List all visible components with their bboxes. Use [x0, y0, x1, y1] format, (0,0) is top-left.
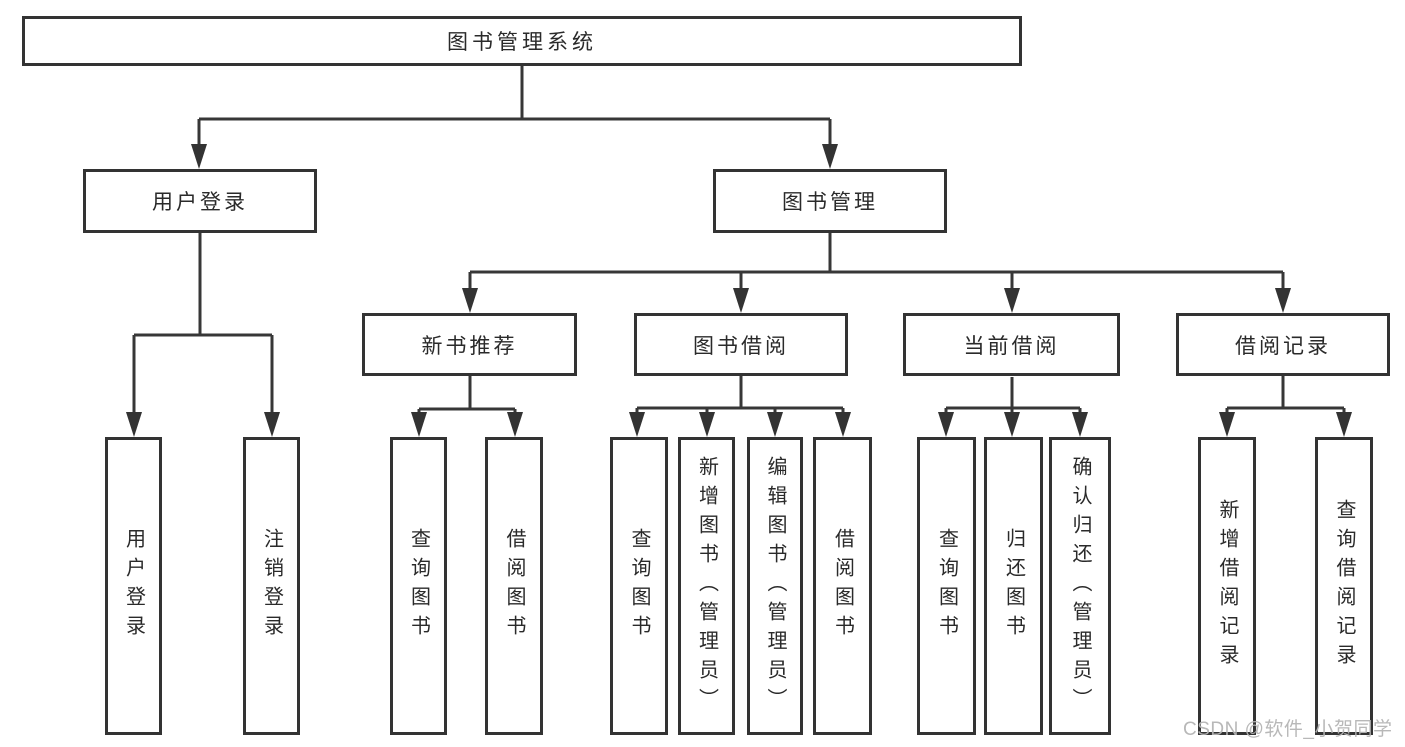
connector-records-to-leaves [1225, 376, 1346, 432]
leaf-logout: 注销登录 [243, 437, 300, 735]
csdn-watermark: CSDN @软件_小贺同学 [1183, 719, 1393, 740]
arrow-down-icon [191, 144, 207, 169]
arrow-down-icon [1336, 412, 1352, 437]
arrow-down-icon [1004, 288, 1020, 313]
node-book-management: 图书管理 [713, 169, 947, 233]
leaf-query-borrow-record: 查询借阅记录 [1315, 437, 1373, 735]
arrow-down-icon [1275, 288, 1291, 313]
node-library-management-system: 图书管理系统 [22, 16, 1022, 66]
arrow-down-icon [629, 412, 645, 437]
node-borrowing-records: 借阅记录 [1176, 313, 1390, 376]
arrow-down-icon [835, 412, 851, 437]
connector-userlogin-to-leaves [132, 233, 274, 432]
node-current-borrowing: 当前借阅 [903, 313, 1120, 376]
arrow-down-icon [1004, 412, 1020, 437]
arrow-down-icon [264, 412, 280, 437]
leaf-user-login: 用户登录 [105, 437, 162, 735]
leaf-query-books-borrow: 查询图书 [610, 437, 668, 735]
leaf-edit-books-admin: 编辑图书（管理员） [747, 437, 803, 735]
arrow-down-icon [507, 412, 523, 437]
leaf-confirm-return-admin: 确认归还（管理员） [1049, 437, 1111, 735]
leaf-add-books-admin: 新增图书（管理员） [678, 437, 735, 735]
node-book-borrowing: 图书借阅 [634, 313, 848, 376]
connector-bookmgmt-to-level3 [468, 233, 1285, 308]
leaf-query-books-current: 查询图书 [917, 437, 976, 735]
leaf-add-borrow-record: 新增借阅记录 [1198, 437, 1256, 735]
arrow-down-icon [1072, 412, 1088, 437]
arrow-down-icons [126, 144, 1352, 437]
leaf-borrow-books-recommend: 借阅图书 [485, 437, 543, 735]
leaf-query-books-recommend: 查询图书 [390, 437, 447, 735]
connector-borrow-to-leaves [635, 376, 845, 432]
node-user-login: 用户登录 [83, 169, 317, 233]
leaf-return-books: 归还图书 [984, 437, 1043, 735]
leaf-borrow-books: 借阅图书 [813, 437, 872, 735]
arrow-down-icon [938, 412, 954, 437]
arrow-down-icon [1219, 412, 1235, 437]
node-new-book-recommend: 新书推荐 [362, 313, 577, 376]
connector-root-to-level2 [197, 66, 832, 164]
arrow-down-icon [822, 144, 838, 169]
arrow-down-icon [733, 288, 749, 313]
arrow-down-icon [699, 412, 715, 437]
arrow-down-icon [767, 412, 783, 437]
arrow-down-icon [126, 412, 142, 437]
arrow-down-icon [411, 412, 427, 437]
arrow-down-icon [462, 288, 478, 313]
connector-newbook-to-leaves [417, 376, 517, 432]
